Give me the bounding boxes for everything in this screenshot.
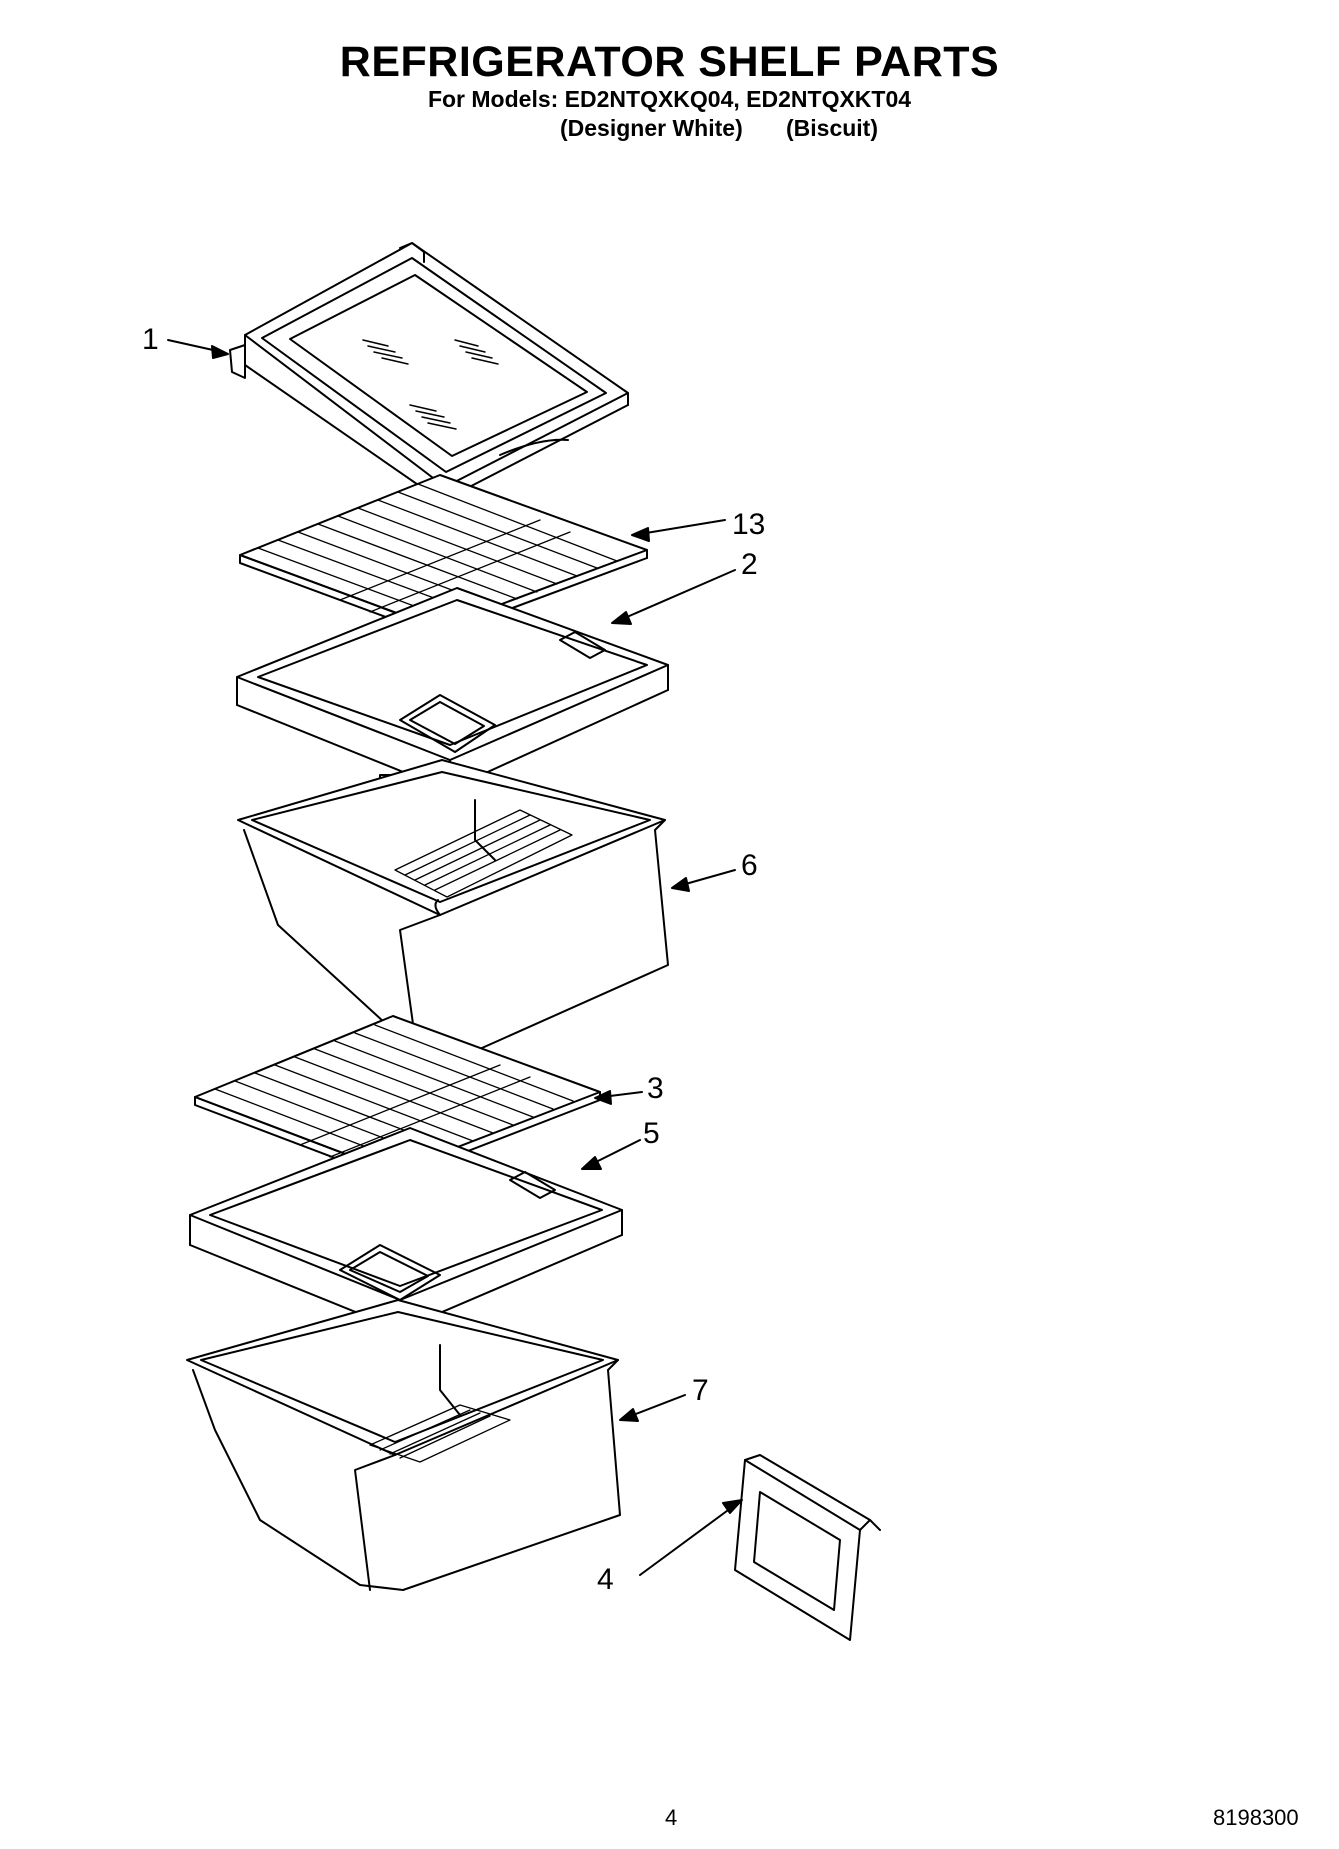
- variant-designer-white: (Designer White): [560, 115, 743, 141]
- callout-7: 7: [692, 1374, 709, 1407]
- callout-3: 3: [647, 1072, 664, 1105]
- callout-1: 1: [142, 323, 159, 356]
- variant-biscuit: (Biscuit): [786, 115, 878, 141]
- callout-6: 6: [741, 849, 758, 882]
- part-3-glass-panel: [194, 1015, 601, 1181]
- callout-13: 13: [732, 508, 766, 541]
- page-number: 4: [665, 1805, 678, 1830]
- part-6-crisper-drawer: [237, 759, 669, 1061]
- leader-arrows: [167, 339, 743, 1576]
- callout-4: 4: [597, 1563, 614, 1596]
- part-4-label-bracket: [734, 1454, 881, 1641]
- model-list: For Models: ED2NTQXKQ04, ED2NTQXKT04: [427, 86, 912, 112]
- page-title: REFRIGERATOR SHELF PARTS: [339, 38, 1000, 86]
- part-7-crisper-drawer: [186, 1299, 621, 1591]
- callout-5: 5: [643, 1117, 660, 1150]
- callout-2: 2: [741, 548, 758, 581]
- document-number: 8198300: [1213, 1805, 1299, 1830]
- part-1-shelf-frame: [229, 242, 629, 501]
